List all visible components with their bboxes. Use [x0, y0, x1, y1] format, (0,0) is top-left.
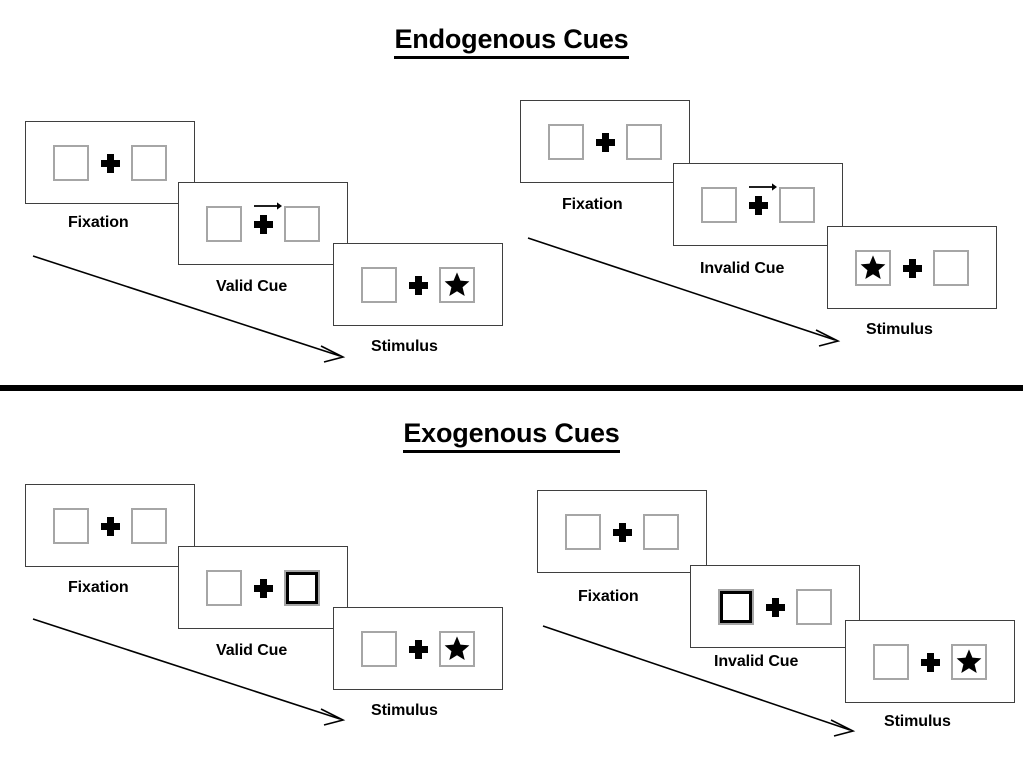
time-flow-arrow-exogenous-invalid [542, 625, 856, 737]
placeholder-box-right [284, 205, 320, 242]
label-endogenous-invalid-fixation: Fixation [562, 196, 623, 213]
placeholder-box-right [439, 630, 475, 667]
section-title-exogenous-text: Exogenous Cues [403, 418, 620, 453]
placeholder-box-right [796, 588, 832, 625]
placeholder-box-left [855, 249, 891, 286]
plus-icon [765, 598, 785, 618]
placeholder-box-right [131, 144, 167, 181]
placeholder-box-right [626, 123, 662, 160]
plus-icon [100, 154, 120, 174]
placeholder-box-left [361, 630, 397, 667]
fixation-cross [253, 577, 273, 599]
label-exogenous-invalid-stimulus: Stimulus [884, 713, 951, 730]
panel-content [538, 491, 706, 572]
fixation-cross [100, 515, 120, 537]
section-divider [0, 385, 1023, 391]
star-icon [859, 254, 887, 281]
panel-exogenous-invalid-fixation [537, 490, 707, 573]
placeholder-box-left [873, 643, 909, 680]
panel-endogenous-valid-cue [178, 182, 348, 265]
label-exogenous-valid-stimulus: Stimulus [371, 702, 438, 719]
panel-content [334, 608, 502, 689]
placeholder-box-left [565, 513, 601, 550]
label-exogenous-valid-cue: Valid Cue [216, 642, 288, 659]
label-exogenous-invalid-fixation: Fixation [578, 588, 639, 605]
plus-icon [253, 579, 273, 599]
plus-icon [612, 523, 632, 543]
section-title-endogenous: Endogenous Cues [0, 24, 1023, 59]
panel-exogenous-valid-cue [178, 546, 348, 629]
plus-icon [902, 259, 922, 279]
fixation-cross [408, 274, 428, 296]
fixation-cross [920, 651, 940, 673]
panel-exogenous-invalid-stimulus [845, 620, 1015, 703]
fixation-cross [765, 596, 785, 618]
placeholder-box-left [206, 205, 242, 242]
placeholder-box-left [53, 507, 89, 544]
panel-content [521, 101, 689, 182]
label-endogenous-invalid-cue: Invalid Cue [700, 260, 785, 277]
placeholder-box-right [131, 507, 167, 544]
plus-icon [408, 276, 428, 296]
panel-exogenous-invalid-cue [690, 565, 860, 648]
label-exogenous-invalid-cue: Invalid Cue [714, 653, 799, 670]
placeholder-box-left [701, 186, 737, 223]
placeholder-box-right [643, 513, 679, 550]
placeholder-box-left-cued [718, 588, 754, 625]
fixation-cross [748, 182, 777, 216]
time-flow-arrow-endogenous-invalid [527, 237, 841, 347]
section-title-endogenous-text: Endogenous Cues [394, 24, 629, 59]
panel-content [26, 122, 194, 203]
panel-endogenous-invalid-fixation [520, 100, 690, 183]
label-endogenous-valid-cue: Valid Cue [216, 278, 288, 295]
panel-exogenous-valid-stimulus [333, 607, 503, 690]
panel-exogenous-valid-fixation [25, 484, 195, 567]
placeholder-box-right-cued [284, 569, 320, 606]
panel-content [179, 547, 347, 628]
placeholder-box-left [548, 123, 584, 160]
plus-icon [408, 640, 428, 660]
panel-content [846, 621, 1014, 702]
plus-icon [920, 653, 940, 673]
star-icon [443, 635, 471, 662]
label-endogenous-valid-stimulus: Stimulus [371, 338, 438, 355]
placeholder-box-right [933, 249, 969, 286]
placeholder-box-left [206, 569, 242, 606]
fixation-cross [408, 638, 428, 660]
plus-icon [253, 215, 273, 235]
panel-content [334, 244, 502, 325]
panel-endogenous-invalid-stimulus [827, 226, 997, 309]
panel-endogenous-valid-stimulus [333, 243, 503, 326]
fixation-cross [253, 201, 282, 235]
panel-content [674, 164, 842, 245]
fixation-cross [612, 521, 632, 543]
arrow-right-icon [254, 201, 282, 210]
panel-content [179, 183, 347, 264]
placeholder-box-right [951, 643, 987, 680]
panel-endogenous-valid-fixation [25, 121, 195, 204]
placeholder-box-left [53, 144, 89, 181]
time-flow-arrow-exogenous-valid [32, 618, 346, 726]
arrow-right-icon [749, 182, 777, 191]
time-flow-arrow-endogenous-valid [32, 255, 346, 363]
panel-content [828, 227, 996, 308]
fixation-cross [100, 152, 120, 174]
section-title-exogenous: Exogenous Cues [0, 418, 1023, 453]
fixation-cross [902, 257, 922, 279]
plus-icon [748, 196, 768, 216]
placeholder-box-right [439, 266, 475, 303]
label-exogenous-valid-fixation: Fixation [68, 579, 129, 596]
plus-icon [100, 517, 120, 537]
star-icon [955, 648, 983, 675]
label-endogenous-invalid-stimulus: Stimulus [866, 321, 933, 338]
panel-content [26, 485, 194, 566]
star-icon [443, 271, 471, 298]
label-endogenous-valid-fixation: Fixation [68, 214, 129, 231]
fixation-cross [595, 131, 615, 153]
panel-content [691, 566, 859, 647]
placeholder-box-right [779, 186, 815, 223]
placeholder-box-left [361, 266, 397, 303]
panel-endogenous-invalid-cue [673, 163, 843, 246]
plus-icon [595, 133, 615, 153]
